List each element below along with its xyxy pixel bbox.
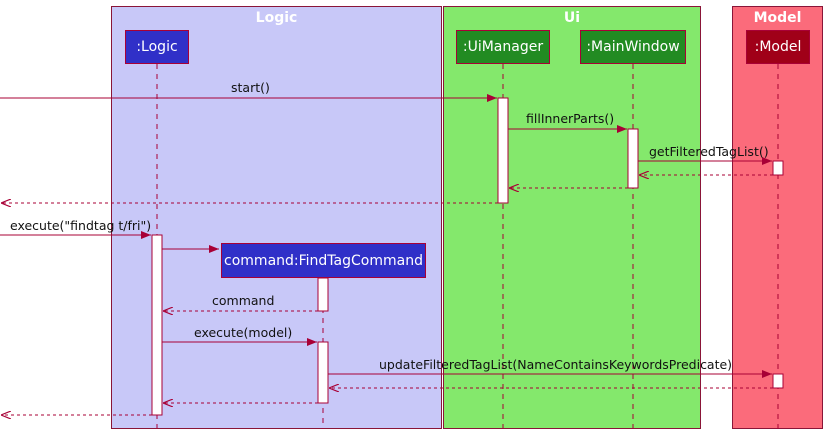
- mainwindow-activation: [627, 128, 639, 189]
- model-activation-2: [772, 373, 784, 389]
- fill-inner-parts-label: fillInnerParts(): [526, 111, 615, 126]
- command-return-label: command: [212, 293, 275, 308]
- execute-model-label: execute(model): [194, 325, 293, 340]
- logic-activation: [151, 234, 163, 416]
- update-filtered-tag-list-label: updateFilteredTagList(NameContainsKeywor…: [379, 357, 733, 372]
- logic-participant: :Logic: [125, 30, 189, 64]
- uimanager-activation: [497, 97, 509, 204]
- model-participant: :Model: [746, 30, 810, 64]
- findtagcommand-participant: command:FindTagCommand: [221, 243, 426, 278]
- execute-findtag-label: execute("findtag t/fri"): [10, 218, 152, 233]
- start-label: start(): [231, 80, 270, 95]
- logic-group: Logic: [111, 6, 442, 429]
- get-filtered-tag-list-label: getFilteredTagList(): [649, 144, 769, 159]
- model-activation-1: [772, 160, 784, 176]
- ui-group-title: Ui: [563, 10, 581, 26]
- ui-group: Ui: [443, 6, 701, 429]
- logic-group-title: Logic: [255, 10, 298, 26]
- mainwindow-participant: :MainWindow: [580, 30, 686, 64]
- uimanager-participant: :UiManager: [456, 30, 550, 64]
- findtagcommand-activation-2: [317, 341, 329, 404]
- model-group-title: Model: [753, 10, 802, 26]
- findtagcommand-activation-1: [317, 277, 329, 312]
